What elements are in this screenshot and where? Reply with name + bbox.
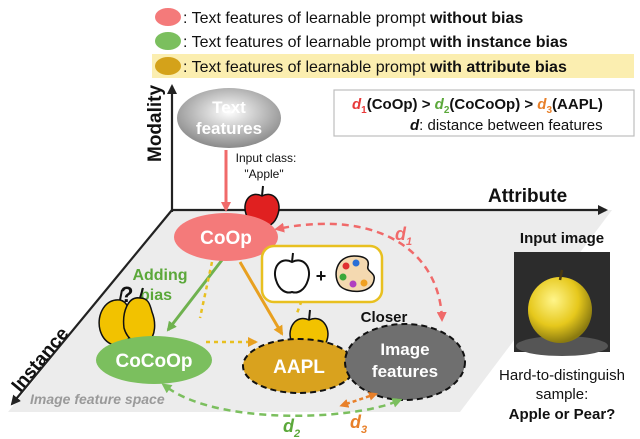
distance-definition: d: distance between features (410, 117, 603, 134)
legend-swatch-aapl (155, 57, 181, 75)
image-features-label-1: Image (380, 340, 429, 359)
legend: : Text features of learnable prompt with… (152, 8, 634, 78)
coop-node (174, 213, 278, 261)
d3-distance-arrow (339, 391, 378, 408)
instance-axis (10, 209, 173, 406)
text-features-label-2: features (196, 119, 262, 138)
coop-to-aapl-arrow (238, 261, 284, 336)
plus-sign: + (316, 266, 327, 286)
input-image-caption-3: Apple or Pear? (509, 406, 616, 423)
question-mark: ? (120, 282, 133, 307)
coop-dotted-guide (198, 261, 214, 319)
text-features-node (177, 88, 281, 148)
plane-label: Image feature space (30, 391, 165, 407)
distance-inequality: d1(CoOp) > d2(CoCoOp) > d3(AAPL) (352, 96, 603, 116)
pear-pair-icon (98, 287, 156, 347)
image-features-node (344, 323, 466, 401)
input-image-panel: Input image Hard-to-distinguish sample: … (499, 230, 625, 423)
legend-item-without-bias: : Text features of learnable prompt with… (183, 10, 523, 27)
text-features-label-1: Text (212, 98, 246, 117)
attribute-icon-box: + (260, 244, 384, 304)
coop-to-cocoop-arrow (166, 259, 224, 332)
apple-outline-icon (274, 252, 310, 294)
input-image-photo (514, 252, 610, 356)
d2-distance-arrow (161, 383, 403, 417)
input-class-label: Input class: (236, 151, 297, 165)
image-features-label-2: features (372, 362, 438, 381)
d2-label: d2 (283, 416, 300, 439)
input-image-caption-2: sample: (536, 386, 589, 403)
adding-bias-label-1: Adding (132, 267, 187, 284)
d3-label: d3 (350, 412, 367, 436)
d1-label: d1 (395, 224, 412, 248)
input-image-title: Input image (520, 230, 604, 247)
legend-item-instance-bias: : Text features of learnable prompt with… (183, 34, 568, 51)
legend-highlight (152, 54, 634, 78)
legend-item-attribute-bias: : Text features of learnable prompt with… (183, 59, 567, 76)
aapl-label: AAPL (273, 357, 325, 378)
input-class-value: "Apple" (244, 167, 283, 181)
distance-box: d1(CoOp) > d2(CoCoOp) > d3(AAPL) d: dist… (333, 89, 635, 137)
closer-label: Closer (361, 309, 408, 326)
palette-icon (335, 255, 375, 293)
coop-label: CoOp (200, 228, 252, 249)
input-image-caption-1: Hard-to-distinguish (499, 367, 625, 384)
cocoop-label: CoCoOp (115, 351, 192, 372)
attribute-axis-label: Attribute (488, 186, 567, 207)
cocoop-node (96, 336, 212, 384)
adding-bias-label-2: bias (140, 287, 172, 304)
legend-swatch-cocoop (155, 32, 181, 50)
legend-swatch-coop (155, 8, 181, 26)
modality-axis-label: Modality (145, 85, 166, 162)
